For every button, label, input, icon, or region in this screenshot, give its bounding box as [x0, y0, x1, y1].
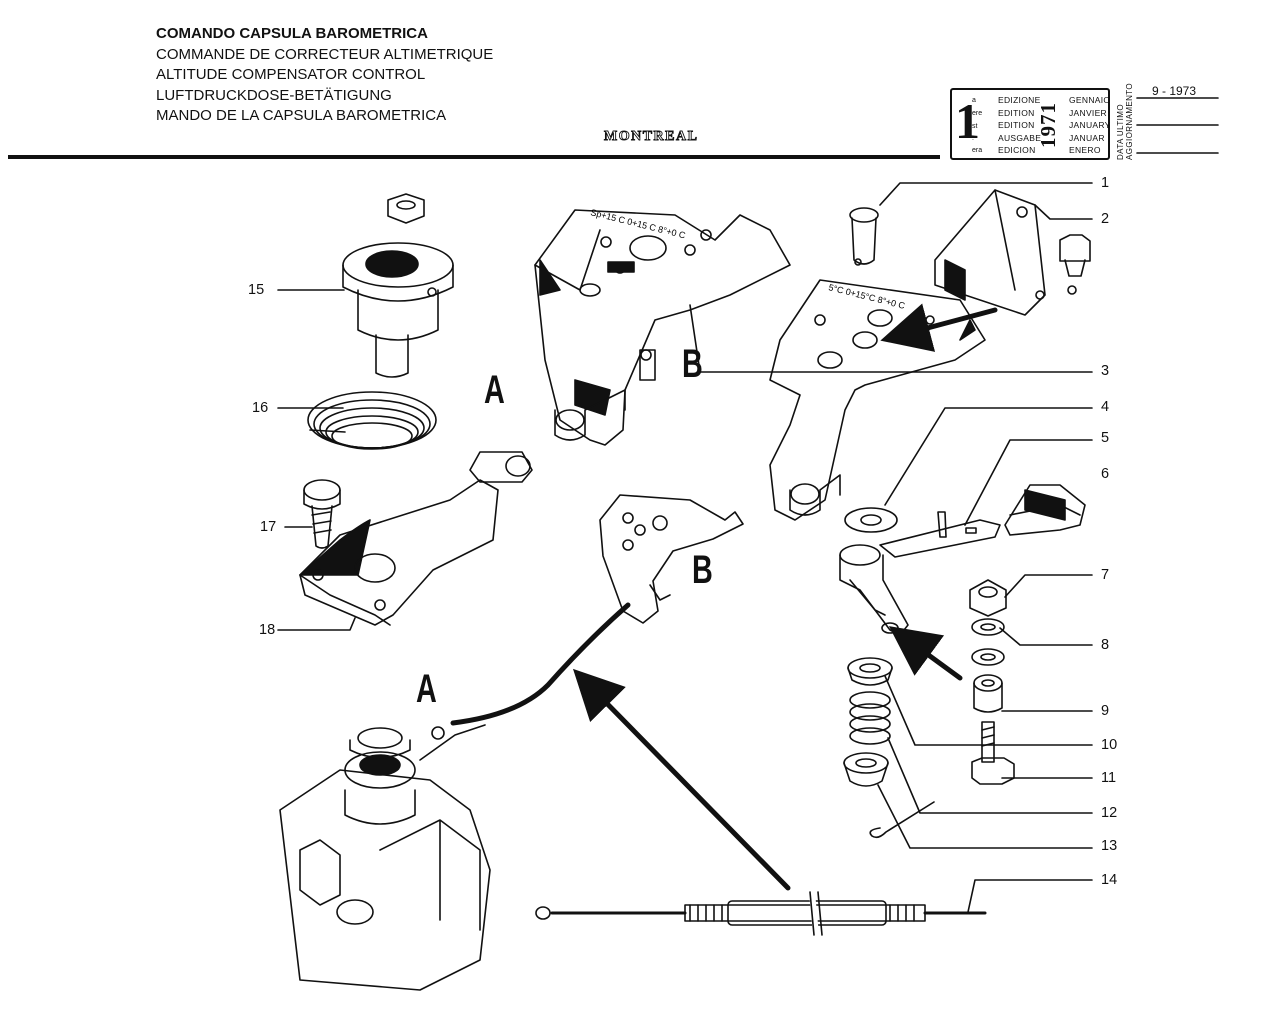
edition-suffix: a: [972, 97, 976, 104]
callout-5: 5: [1101, 430, 1110, 446]
arrow-link: [888, 626, 963, 681]
callout-14: 14: [1101, 872, 1118, 888]
callout-9: 9: [1101, 703, 1110, 719]
part-1-pin: [849, 207, 879, 266]
edition-number: 1: [955, 93, 980, 149]
edition-month: JANUARY: [1069, 120, 1111, 130]
title-italian: COMANDO CAPSULA BAROMETRICA: [156, 25, 428, 42]
part-9-spacer: [973, 674, 1003, 713]
part-11-bolt: [971, 721, 1015, 785]
callout-11: 11: [1101, 770, 1117, 786]
view-label-B-upper: B: [682, 342, 703, 386]
edition-box: [950, 88, 1110, 160]
part-17-screw: [303, 479, 341, 549]
title-french: COMMANDE DE CORRECTEUR ALTIMETRIQUE: [156, 45, 494, 63]
leader-13: [877, 784, 1093, 849]
callout-10: 10: [1101, 737, 1118, 753]
title-spanish: MANDO DE LA CAPSULA BAROMETRICA: [156, 107, 447, 124]
edition-word: EDIZIONE: [998, 95, 1041, 105]
leader-4: [884, 407, 1093, 506]
part-3-bracket: [769, 279, 986, 521]
edition-month: JANVIER: [1069, 107, 1107, 118]
title-german: LUFTDRUCKDOSE-BETÄTIGUNG: [156, 86, 392, 104]
edition-word: EDICION: [998, 145, 1036, 155]
title-english: ALTITUDE COMPENSATOR CONTROL: [156, 66, 426, 83]
link-arm: [839, 544, 909, 636]
edition-suffix: ere: [972, 110, 983, 117]
edition-word: EDITION: [998, 120, 1035, 130]
view-label-A-upper: A: [484, 368, 505, 412]
leader-3: [689, 304, 1093, 373]
part-7-nut: [969, 579, 1007, 617]
callout-3: 3: [1101, 363, 1110, 379]
arrow-cable: [572, 668, 791, 891]
edition-suffix: st: [972, 123, 978, 130]
callout-12: 12: [1101, 805, 1118, 821]
bracket-B-upper: [534, 209, 791, 446]
scale-mark-upper: Sp+15 C 0+15 C 8°+0 C: [590, 207, 687, 240]
part-2-bracket: [934, 189, 1091, 316]
control-cable: [450, 602, 631, 726]
part-13-cup: [843, 752, 889, 787]
callout-15: 15: [248, 282, 265, 298]
edition-word: EDITION: [998, 107, 1035, 118]
callout-6: 6: [1101, 466, 1110, 482]
part-8-washer: [971, 648, 1005, 666]
title-block: COMANDO CAPSULA BAROMETRICA COMMANDE DE …: [156, 24, 493, 127]
callout-2: 2: [1101, 211, 1110, 227]
part-6-cap: [1004, 484, 1086, 536]
split-pin: [869, 801, 935, 839]
update-date: 9 - 1973: [1152, 84, 1197, 98]
part-8-washer: [971, 618, 1005, 636]
part-18-lever-A: [299, 451, 533, 626]
callout-4: 4: [1101, 399, 1110, 415]
model-name: MONTREAL: [604, 129, 699, 145]
part-16-spring: [307, 391, 437, 450]
leader-14: [967, 879, 1093, 913]
leader-1: [879, 182, 1093, 206]
part-12-spring: [849, 691, 891, 745]
part-4-washer: [844, 507, 898, 533]
part-5-lever: [879, 511, 1001, 558]
part-10-cup: [847, 657, 893, 686]
leader-7: [1004, 574, 1093, 598]
edition-month: GENNAIO: [1069, 95, 1111, 105]
bracket-B-lower: [599, 494, 744, 624]
edition-suffix: era: [972, 147, 983, 154]
callout-7: 7: [1101, 567, 1110, 583]
part-14-cable: [535, 889, 987, 938]
leader-2: [1034, 204, 1093, 220]
edition-word: AUSGABE: [998, 132, 1042, 143]
edition-month: ENERO: [1069, 145, 1101, 155]
arrow-bracket: [880, 303, 998, 352]
callout-13: 13: [1101, 838, 1118, 854]
leader-10: [884, 675, 1093, 746]
callout-17: 17: [260, 519, 277, 535]
part-15-bushing: [342, 193, 454, 378]
leader-12: [887, 737, 1093, 814]
edition-suffix: .: [972, 135, 974, 142]
edition-month: JANUAR: [1069, 132, 1105, 143]
pump-assembly: [279, 724, 491, 991]
leader-18: [277, 617, 356, 631]
callout-8: 8: [1101, 637, 1110, 653]
callout-1: 1: [1101, 175, 1110, 191]
view-label-A-lower: A: [416, 667, 437, 711]
callout-16: 16: [252, 400, 269, 416]
header-rule: [8, 155, 940, 159]
leader-8: [999, 627, 1093, 646]
leader-5: [964, 439, 1093, 526]
callout-18: 18: [259, 622, 276, 638]
view-label-B-lower: B: [692, 548, 713, 592]
